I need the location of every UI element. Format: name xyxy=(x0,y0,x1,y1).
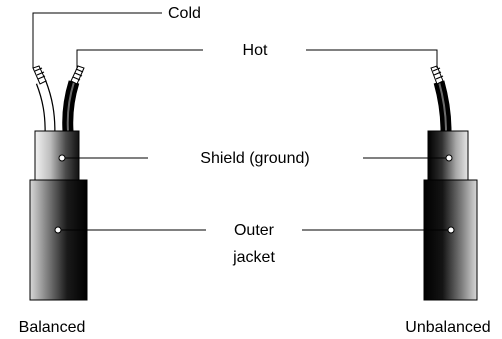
jacket-dot-right xyxy=(447,226,455,234)
shield-dot-left xyxy=(58,154,66,162)
balanced-shield xyxy=(34,130,80,181)
balanced-cable xyxy=(29,65,88,301)
jacket-dot-left xyxy=(54,226,62,234)
unbalanced-caption: Unbalanced xyxy=(405,319,490,336)
lead-dots xyxy=(54,154,455,234)
unbalanced-cable xyxy=(423,65,478,301)
cold-leader xyxy=(32,12,162,68)
shield-dot-right xyxy=(445,154,453,162)
hot-leader-right xyxy=(306,49,438,68)
unbalanced-jacket xyxy=(423,179,478,301)
cold-conductor xyxy=(32,65,47,85)
outer-jacket-label-line2: jacket xyxy=(232,249,275,266)
balanced-caption: Balanced xyxy=(19,319,86,336)
leader-lines xyxy=(32,12,451,231)
unbalanced-conductor xyxy=(430,65,444,85)
cold-label: Cold xyxy=(168,5,201,22)
hot-conductor xyxy=(70,65,85,85)
shield-label: Shield (ground) xyxy=(200,150,309,167)
outer-jacket-label-line1: Outer xyxy=(234,222,275,239)
balanced-jacket xyxy=(29,179,88,301)
hot-label: Hot xyxy=(243,42,268,59)
hot-leader-left xyxy=(76,49,203,68)
